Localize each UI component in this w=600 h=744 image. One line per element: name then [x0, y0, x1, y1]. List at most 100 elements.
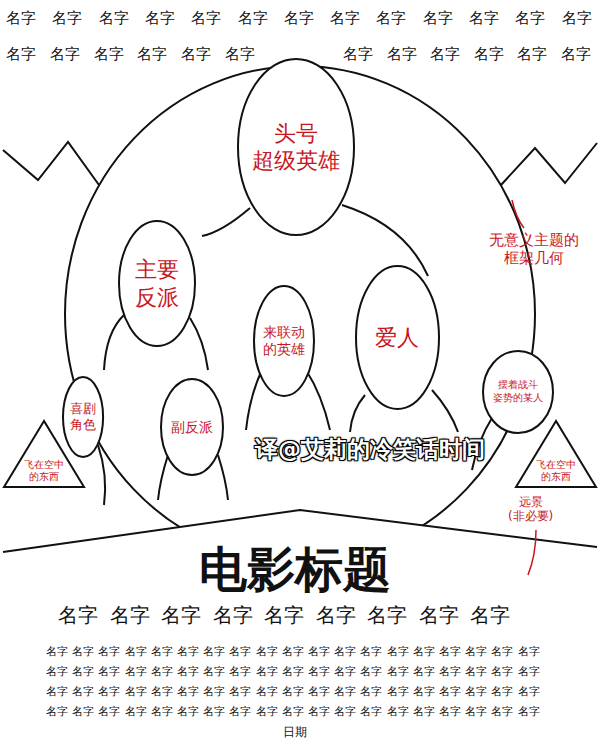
name-credit: 名字 [50, 45, 80, 63]
label-slot: 译@艾莉的冷笑话时间 [255, 436, 485, 464]
label-slot: 名字 [145, 8, 175, 27]
label-slot: 名字 [256, 700, 278, 719]
label-slot: 名字 [238, 8, 268, 27]
name-credit: 名字 [256, 665, 278, 678]
name-credit: 名字 [474, 45, 504, 63]
label-slot: 名字 [334, 660, 356, 679]
label-slot: 名字 [52, 8, 82, 27]
label-slot: 名字 [203, 660, 225, 679]
label-slot: 名字 [203, 640, 225, 659]
name-credit: 名字 [177, 665, 199, 678]
name-credit: 名字 [376, 9, 406, 27]
name-credit: 名字 [282, 645, 304, 658]
name-credit: 名字 [72, 705, 94, 718]
name-credit: 名字 [343, 45, 373, 63]
oval-outline [238, 59, 354, 235]
label-slot: 名字 [229, 700, 251, 719]
name-credit: 名字 [469, 9, 499, 27]
label-slot: 无意义主题的 框架几何 [486, 231, 582, 267]
name-credit: 名字 [367, 603, 407, 627]
name-credit: 名字 [46, 705, 68, 718]
label-slot: 名字 [413, 700, 435, 719]
label-slot: 名字 [465, 680, 487, 699]
node-shape [237, 58, 355, 236]
label-slot: 名字 [282, 660, 304, 679]
zigzag-left [3, 142, 99, 185]
name-credit: 名字 [125, 665, 147, 678]
name-credit: 名字 [282, 665, 304, 678]
villain-oval: 主要 反派 [118, 220, 196, 347]
label-slot: 名字 [151, 660, 173, 679]
label-slot: 名字 [330, 8, 360, 27]
label-slot: 名字 [213, 603, 253, 627]
name-credit: 名字 [238, 9, 268, 27]
name-credit: 名字 [161, 603, 201, 627]
annotation: 远景 (非必要) [503, 495, 558, 524]
label-slot: 名字 [419, 603, 459, 627]
name-credit: 名字 [203, 685, 225, 698]
triangle-outline [4, 421, 84, 487]
name-credit: 名字 [256, 645, 278, 658]
label-slot: 名字 [515, 8, 545, 27]
name-credit: 名字 [423, 9, 453, 27]
name-credit: 名字 [465, 665, 487, 678]
label-slot: 名字 [229, 640, 251, 659]
label-slot: 名字 [561, 44, 591, 63]
oval-outline [161, 379, 223, 475]
name-credit: 名字 [52, 9, 82, 27]
label-slot: 名字 [177, 660, 199, 679]
label-slot: 名字 [430, 44, 460, 63]
name-credit: 名字 [98, 705, 120, 718]
label-slot: 名字 [72, 660, 94, 679]
sidekick-villain-oval: 副反派 [160, 378, 224, 476]
name-credit: 名字 [491, 665, 513, 678]
name-credit: 名字 [145, 9, 175, 27]
flying-thing-triangle: 飞在空中 的东西 [515, 420, 597, 488]
label-slot: 名字 [98, 640, 120, 659]
label-slot: 名字 [282, 640, 304, 659]
role-label: 副反派 [168, 419, 216, 437]
label-slot: 名字 [367, 603, 407, 627]
label-slot: 名字 [334, 680, 356, 699]
name-credit: 名字 [125, 705, 147, 718]
label-slot: 名字 [229, 680, 251, 699]
label-slot: 名字 [413, 680, 435, 699]
label-slot: 名字 [413, 660, 435, 679]
label-slot: 名字 [282, 700, 304, 719]
name-credit: 名字 [256, 685, 278, 698]
role-label: 头号 超级英雄 [245, 120, 346, 175]
label-slot: 名字 [203, 700, 225, 719]
oval-outline [483, 351, 553, 433]
oval-outline [356, 266, 439, 409]
name-credit: 名字 [413, 705, 435, 718]
name-credit: 名字 [282, 705, 304, 718]
label-slot: 名字 [387, 660, 409, 679]
label-slot: 名字 [264, 603, 304, 627]
label-slot: 名字 [72, 700, 94, 719]
name-credit: 名字 [191, 9, 221, 27]
label-slot: 名字 [376, 8, 406, 27]
name-credit: 名字 [334, 665, 356, 678]
name-credit: 名字 [561, 45, 591, 63]
label-slot: 名字 [308, 640, 330, 659]
label-slot: 名字 [439, 680, 461, 699]
label-slot: 名字 [181, 44, 211, 63]
label-slot: 名字 [334, 700, 356, 719]
name-credit: 名字 [316, 603, 356, 627]
label-slot: 名字 [50, 44, 80, 63]
frame-circle [65, 66, 535, 562]
label-slot: 名字 [308, 660, 330, 679]
label-slot: 名字 [518, 640, 540, 659]
name-credit: 名字 [256, 705, 278, 718]
role-label: 飞在空中 的东西 [22, 459, 66, 484]
label-slot: 名字 [413, 640, 435, 659]
label-slot: 名字 [387, 680, 409, 699]
name-credit: 名字 [334, 685, 356, 698]
name-credit: 名字 [177, 645, 199, 658]
role-label: 爱人 [371, 324, 424, 352]
name-credit: 名字 [419, 603, 459, 627]
label-slot: 名字 [98, 700, 120, 719]
leader-line [512, 200, 524, 228]
name-credit: 名字 [125, 685, 147, 698]
name-credit: 名字 [137, 45, 167, 63]
